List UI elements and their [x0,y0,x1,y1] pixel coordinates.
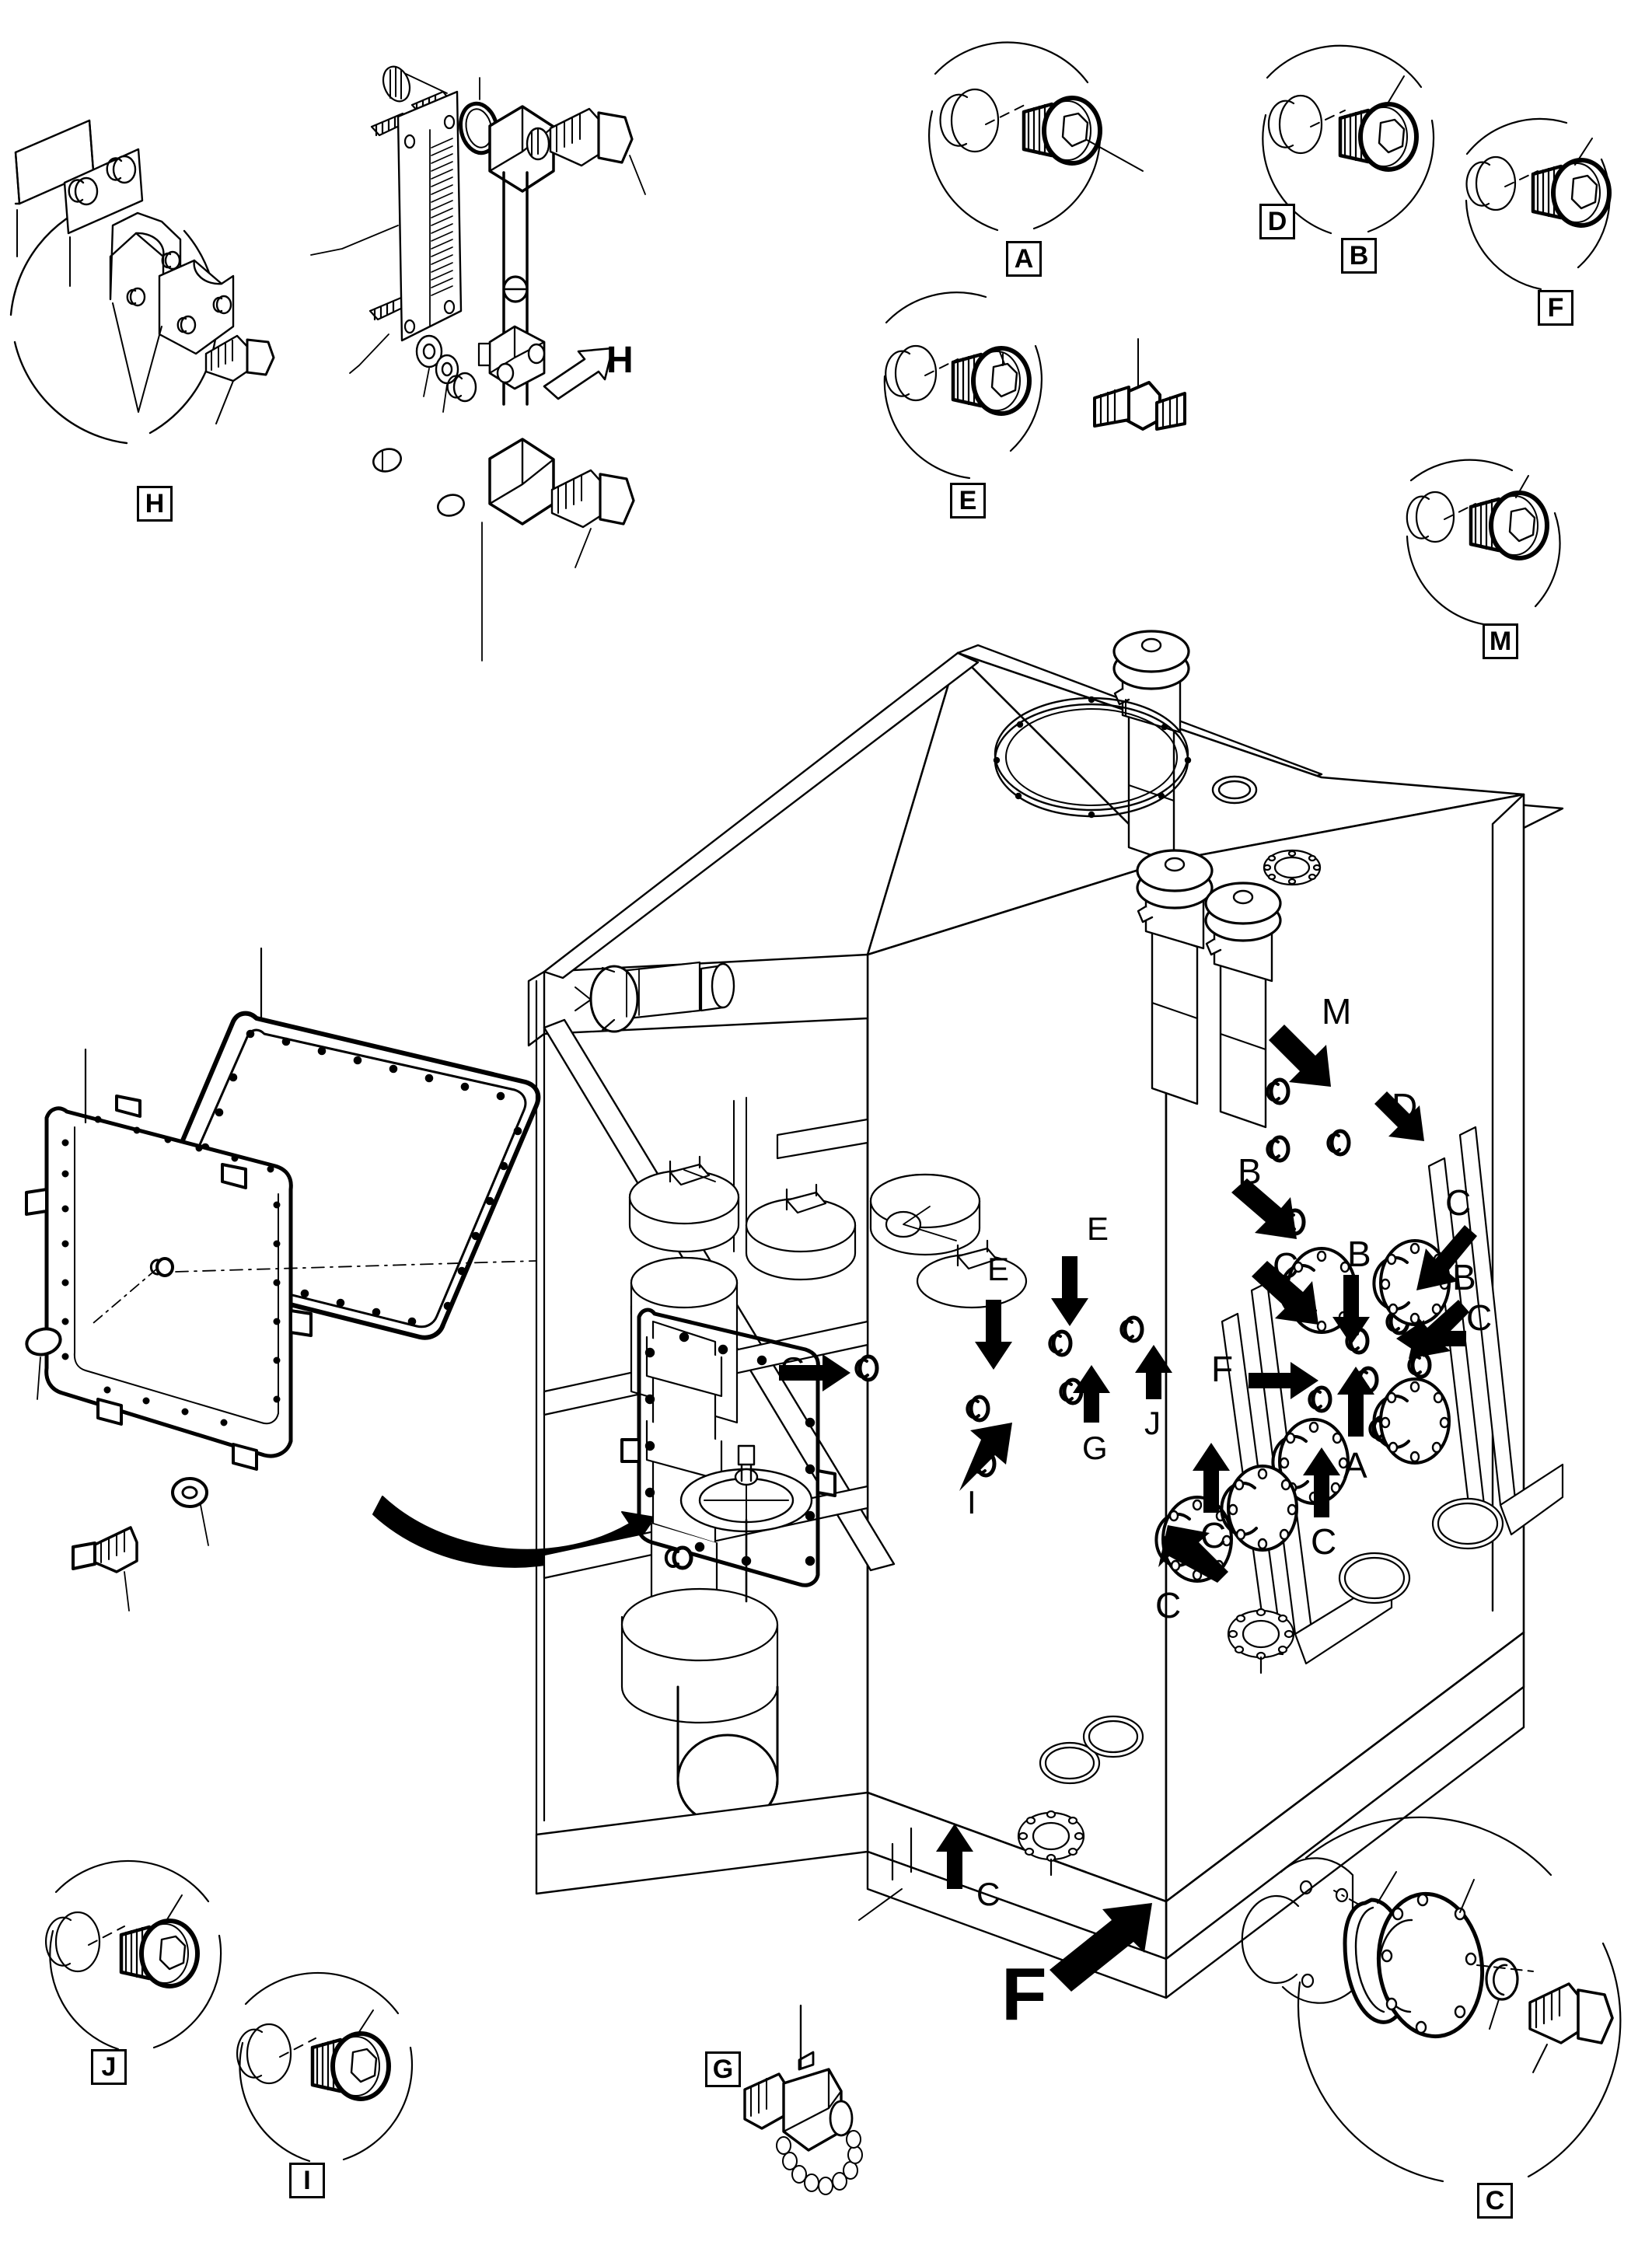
port-label-m: M [1322,991,1352,1032]
port-label-c-6: C [1200,1515,1227,1555]
detail-callout-m[interactable]: M [1483,623,1518,659]
port-label-a: A [1343,1445,1367,1486]
port-label-c-2: C [1445,1182,1472,1223]
detail-h-parts [14,119,275,424]
detail-d-parts [1093,338,1186,431]
section-view-label-f: F [1001,1953,1047,2036]
inspection-cover-assembly [25,947,541,1611]
detail-g-parts [743,2004,863,2195]
port-label-b-2: B [1347,1234,1371,1274]
detail-e-parts [885,344,1029,414]
detail-m-circle [1406,459,1561,627]
detail-b-parts [1267,75,1416,169]
port-label-c-7: C [976,1876,1001,1912]
assembly-label-h: H [606,340,634,381]
port-label-e-2: E [987,1251,1010,1287]
reservoir-tank-body [527,644,1564,1999]
port-label-e-1: E [1087,1210,1109,1247]
detail-callout-c[interactable]: C [1477,2183,1513,2219]
port-label-b-3: B [1452,1257,1476,1297]
port-label-c-4: C [1311,1521,1337,1562]
detail-a-parts [939,88,1144,172]
detail-c-circle [1297,1816,1622,2183]
detail-callout-b[interactable]: B [1341,238,1377,274]
filler-breather-necks [993,630,1322,1129]
detail-callout-f[interactable]: F [1538,290,1573,326]
sight-gauge-assembly [310,65,646,662]
port-label-b-1: B [1238,1151,1262,1192]
port-label-c-5: C [1155,1585,1182,1625]
detail-j-circle [49,1859,222,2051]
detail-j-parts [45,1894,197,1986]
detail-m-parts [1406,475,1547,558]
port-label-i: I [967,1484,976,1521]
port-label-g-2: G [781,1350,806,1387]
detail-callout-a[interactable]: A [1006,241,1042,277]
detail-c-parts [1241,1857,1614,2073]
detail-b-circle [1262,44,1435,235]
detail-callout-i[interactable]: I [289,2163,325,2198]
section-view-arrow [1050,1903,1152,1992]
detail-callout-d[interactable]: D [1259,204,1295,239]
port-label-c-3: C [1466,1297,1493,1338]
detail-callout-j[interactable]: J [91,2049,127,2085]
port-label-c-1: C [1273,1245,1299,1286]
port-label-g-1: G [1082,1430,1108,1466]
detail-i-circle [239,1971,414,2163]
detail-callout-e[interactable]: E [950,483,986,518]
port-label-d: D [1392,1086,1418,1126]
port-label-j: J [1144,1405,1161,1441]
detail-callout-g[interactable]: G [705,2051,741,2087]
port-callout-arrows [779,1025,1477,1889]
detail-callout-h[interactable]: H [137,486,173,522]
port-label-f: F [1211,1349,1234,1389]
detail-i-parts [236,2009,389,2099]
detail-f-parts [1465,138,1609,225]
detail-e-circle [883,292,1043,480]
